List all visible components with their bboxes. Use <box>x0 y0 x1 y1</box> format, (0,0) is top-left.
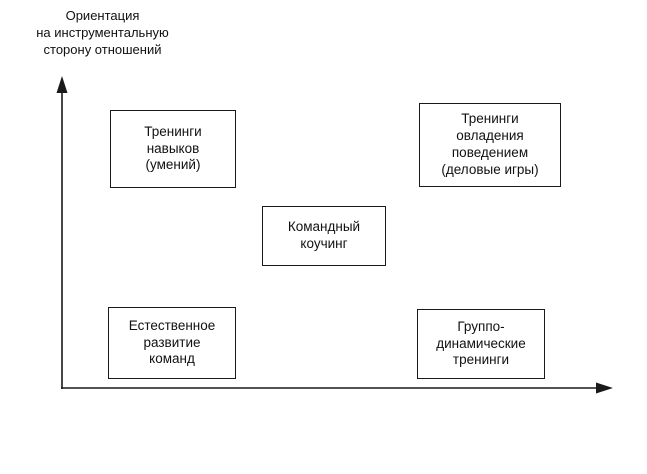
y-axis-label: Ориентация на инструментальную сторону о… <box>36 8 169 57</box>
box-skills-training: Тренинги навыков (умений) <box>110 110 236 188</box>
y-axis <box>56 76 68 389</box>
y-axis-arrow-icon <box>56 76 68 93</box>
box-behavior-mastery-training: Тренинги овладения поведением (деловые и… <box>419 103 561 187</box>
x-axis <box>61 382 613 394</box>
box-natural-team-development: Естественное развитие команд <box>108 307 236 379</box>
box-team-coaching: Командный коучинг <box>262 206 386 266</box>
box-group-dynamic-training: Группо- динамические тренинги <box>417 309 545 379</box>
x-axis-arrow-icon <box>596 382 613 394</box>
